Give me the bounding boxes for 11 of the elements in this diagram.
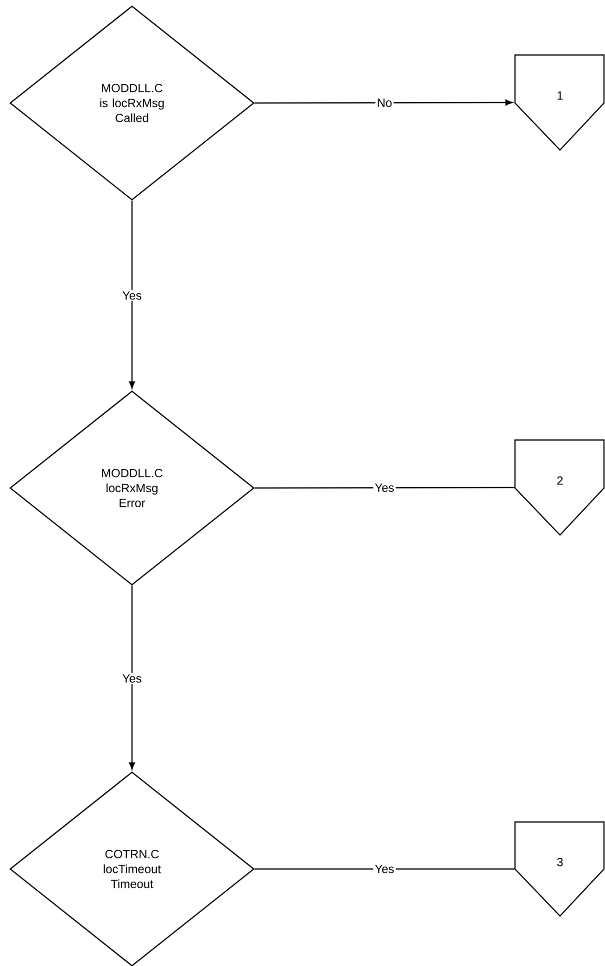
edge-label: Yes	[373, 863, 396, 875]
arrow	[128, 586, 136, 770]
edge-label: No	[375, 97, 394, 108]
off-page-connector: 1	[514, 54, 605, 151]
edge-label: Yes	[120, 672, 144, 684]
off-page-connector: 3	[514, 821, 605, 917]
arrow	[254, 100, 513, 106]
arrow	[128, 200, 136, 389]
edge-label: Yes	[373, 482, 396, 494]
off-page-connector: 2	[514, 439, 605, 536]
edge-label: Yes	[120, 290, 144, 302]
